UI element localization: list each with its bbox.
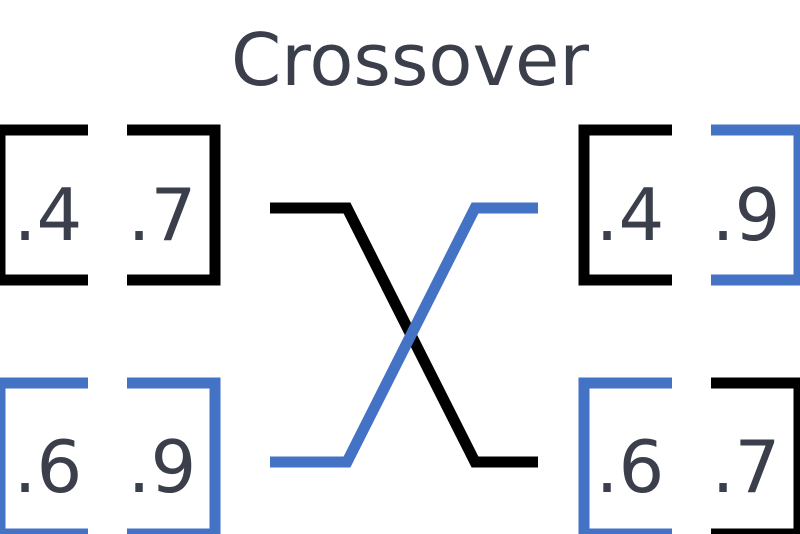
child-2-gene-1-bracket (578, 377, 672, 534)
child-1-gene-1-value: .4 (596, 173, 665, 257)
parent-2: .6 .9 (0, 377, 221, 534)
parent-1-gene-1-bracket (0, 124, 88, 286)
child-1-gene-2-value: .9 (712, 173, 781, 257)
parent-1-gene-2-value: .7 (128, 173, 197, 257)
child-1: .4 .9 (578, 124, 800, 286)
parent-1-gene-1-value: .4 (14, 173, 83, 257)
parent-2-gene-2-bracket (127, 377, 221, 534)
child-1-gene-2-bracket (711, 124, 800, 286)
parent-2-gene-1-bracket (0, 377, 88, 534)
parent-2-gene-1-value: .6 (14, 425, 83, 509)
child-2-gene-2-bracket (711, 377, 800, 534)
crossover-line-black (270, 202, 538, 468)
parent-2-gene-2-value: .9 (128, 425, 197, 509)
child-2-gene-1-value: .6 (596, 425, 665, 509)
child-1-gene-1-bracket (578, 124, 672, 286)
child-2-gene-2-value: .7 (712, 425, 781, 509)
diagram-title: Crossover (231, 18, 589, 102)
parent-1: .4 .7 (0, 124, 221, 286)
child-2: .6 .7 (578, 377, 800, 534)
crossover-line-blue (270, 202, 538, 468)
parent-1-gene-2-bracket (127, 124, 221, 286)
